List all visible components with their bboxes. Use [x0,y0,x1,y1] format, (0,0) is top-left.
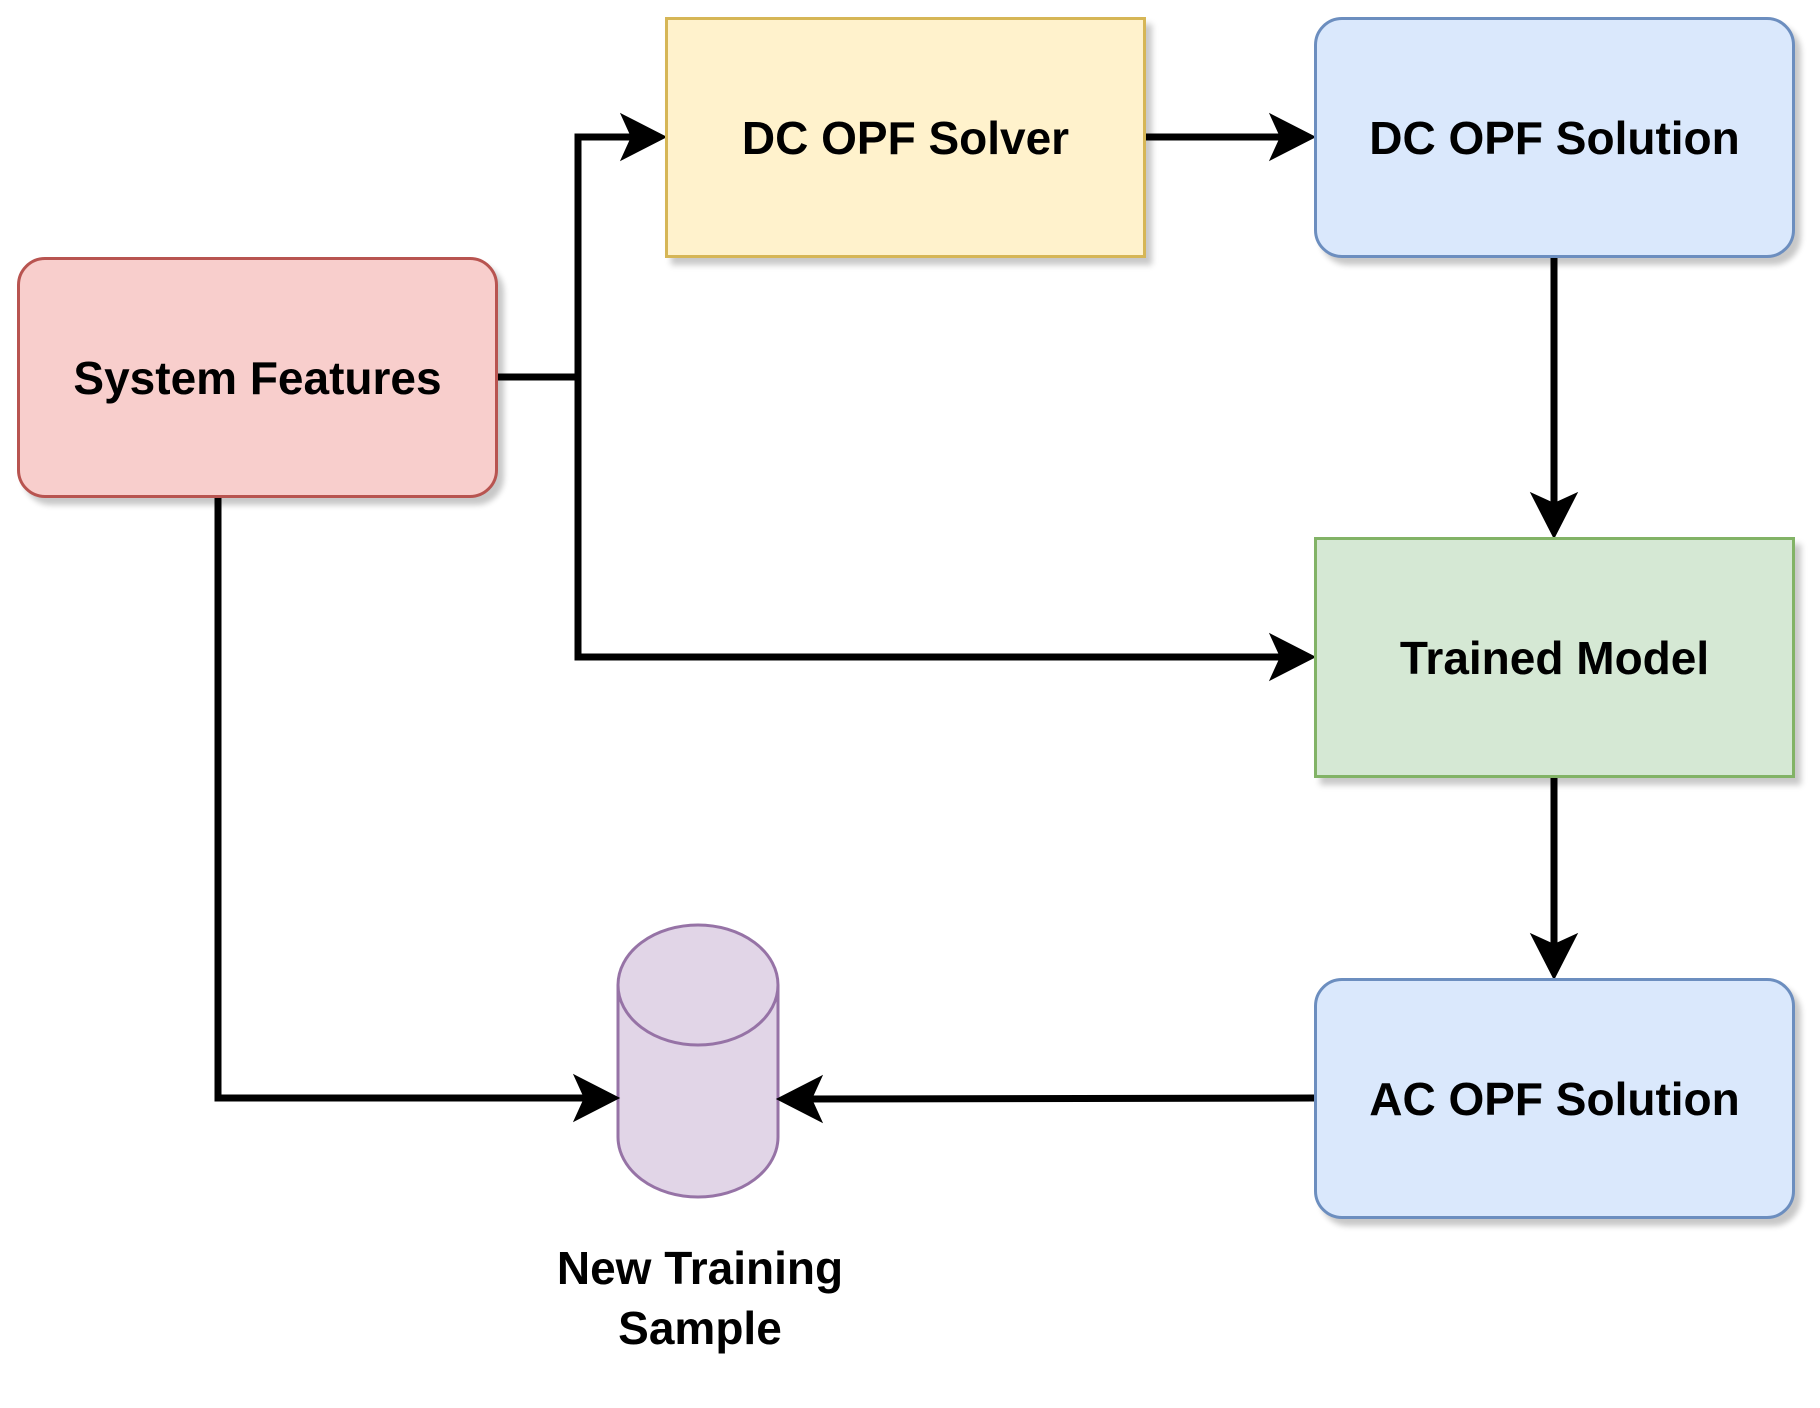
node-dc-opf-solver: DC OPF Solver [665,17,1146,258]
edge-system-features-to-new-training-sample [214,498,598,1102]
edge-system-features-to-trained-model [574,377,1294,661]
arrowhead-dc-opf-solver [619,112,668,162]
arrowhead-trained-model-top [1529,491,1579,540]
node-ac-opf-solution: AC OPF Solution [1314,978,1795,1219]
new-training-sample-label: New Training Sample [520,1238,880,1358]
edge-ac-opf-solution-to-new-training-sample [797,1094,1315,1103]
node-trained-model: Trained Model [1314,537,1795,778]
edges [214,112,1579,1124]
arrowhead-new-training-sample-right [775,1074,824,1124]
node-system-features: System Features [17,257,498,498]
edge-system-features-to-dc-opf-solver [574,133,645,377]
database-cylinder-icon [616,923,780,1199]
node-dc-opf-solution: DC OPF Solution [1314,17,1795,258]
cylinder-top [616,923,780,1047]
arrowhead-ac-opf-solution-top [1529,932,1579,981]
new-training-sample-label-line2: Sample [618,1302,782,1354]
arrowhead-trained-model-left [1268,632,1317,682]
arrowhead-dc-opf-solution [1268,112,1317,162]
arrowhead-new-training-sample-left [572,1073,621,1123]
new-training-sample-label-line1: New Training [556,1242,844,1294]
